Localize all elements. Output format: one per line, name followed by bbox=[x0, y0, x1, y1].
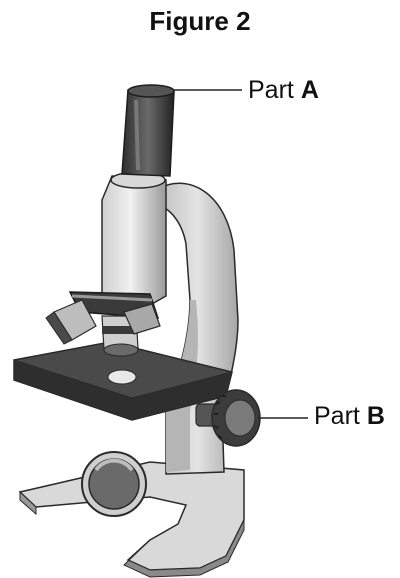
body-tube bbox=[102, 172, 166, 304]
part-b-letter: B bbox=[367, 402, 385, 430]
part-a-letter: A bbox=[301, 76, 319, 104]
part-b-label: Part B bbox=[314, 402, 385, 431]
part-a-label: Part A bbox=[248, 76, 319, 105]
microscope-mirror bbox=[82, 452, 146, 516]
eyepiece bbox=[122, 85, 174, 176]
part-b-prefix: Part bbox=[314, 402, 360, 430]
part-a-prefix: Part bbox=[248, 76, 294, 104]
